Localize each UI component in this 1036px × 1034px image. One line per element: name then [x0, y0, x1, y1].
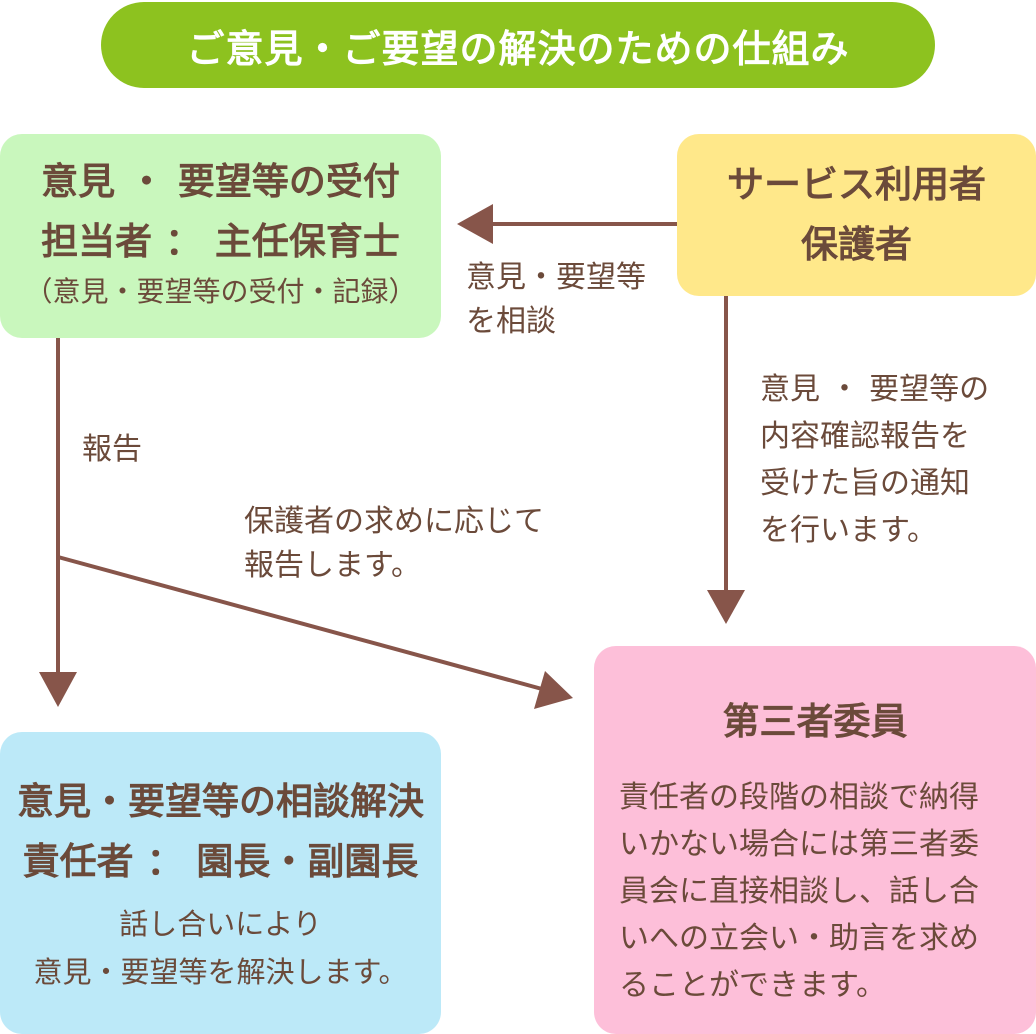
notify-label-line: 内容確認報告を [760, 419, 970, 454]
resolver-role: 意見・要望等の相談解決 [17, 780, 424, 823]
report-request-label-line: 報告します。 [244, 548, 421, 583]
notify-label-line: 受けた旨の通知 [760, 466, 970, 501]
committee-box: 第三者委員 責任者の段階の相談で納得 いかない場合には第三者委 員会に直接相談し… [594, 646, 1036, 1034]
user-line2: 保護者 [801, 223, 912, 266]
reception-role: 意見 ・ 要望等の受付 [41, 160, 400, 203]
consult-label-line: を相談 [466, 304, 556, 339]
reception-note: （意見・要望等の受付・記録） [24, 275, 417, 308]
committee-title: 第三者委員 [722, 700, 908, 743]
user-box: サービス利用者 保護者 [677, 134, 1036, 296]
report-request-arrowhead [534, 671, 573, 709]
committee-body-line: 員会に直接相談し、話し合 [619, 874, 979, 909]
reception-person: 担当者 ： 主任保育士 [41, 220, 400, 263]
resolver-body-line: 意見・要望等を解決します。 [33, 955, 408, 989]
resolver-person: 責任者 ： 園長・副園長 [22, 840, 419, 883]
committee-body-line: 責任者の段階の相談で納得 [619, 780, 979, 815]
committee-body-line: いかない場合には第三者委 [619, 827, 979, 862]
consult-label-line: 意見・要望等 [466, 260, 646, 295]
notify-arrowhead [707, 590, 745, 624]
report-request-arrow-line [57, 555, 543, 691]
notify-label-line: 意見 ・ 要望等の [760, 372, 990, 407]
committee-body-line: いへの立会い・助言を求め [619, 921, 979, 956]
committee-body-line: ることができます。 [619, 968, 886, 1003]
notify-label-line: を行います。 [760, 513, 937, 548]
committee-body: 責任者の段階の相談で納得 いかない場合には第三者委 員会に直接相談し、話し合 い… [619, 774, 1011, 1009]
resolver-box: 意見・要望等の相談解決 責任者 ： 園長・副園長 話し合いにより 意見・要望等を… [0, 732, 441, 1034]
reception-box: 意見 ・ 要望等の受付 担当者 ： 主任保育士 （意見・要望等の受付・記録） [0, 134, 441, 338]
consult-label: 意見・要望等 を相談 [466, 256, 646, 344]
report-label: 報告 [82, 432, 142, 467]
consult-arrowhead [457, 204, 493, 244]
resolver-body: 話し合いにより 意見・要望等を解決します。 [33, 900, 407, 996]
title-banner: ご意見・ご要望の解決のための仕組み [101, 2, 935, 88]
report-request-label: 保護者の求めに応じて 報告します。 [244, 500, 544, 588]
resolver-body-line: 話し合いにより [119, 907, 322, 941]
report-arrowhead [39, 672, 77, 707]
notify-label: 意見 ・ 要望等の 内容確認報告を 受けた旨の通知 を行います。 [760, 366, 989, 554]
page-title: ご意見・ご要望の解決のための仕組み [186, 26, 850, 71]
report-request-label-line: 保護者の求めに応じて [244, 504, 544, 539]
user-line1: サービス利用者 [727, 163, 986, 206]
